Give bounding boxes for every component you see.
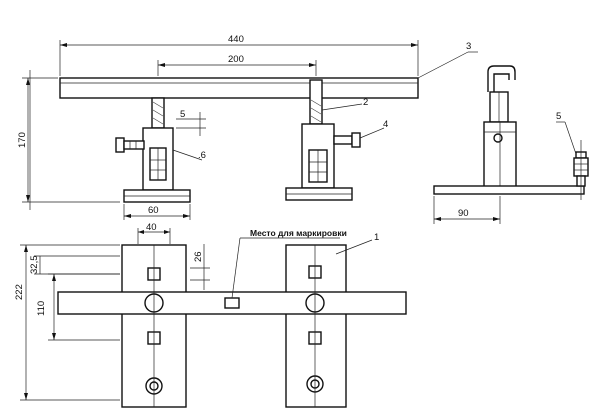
callout-6: .6 <box>172 149 206 161</box>
dim-26-label: 26 <box>193 251 204 262</box>
side-view: 5 90 <box>433 65 589 224</box>
dim-32-5: 32,5 <box>29 256 120 275</box>
dim-5: 5 <box>176 109 206 136</box>
dim-200: 200 <box>157 54 317 76</box>
dim-90: 90 <box>433 196 501 224</box>
dim-222-label: 222 <box>14 284 25 300</box>
dim-90-label: 90 <box>458 208 469 219</box>
callout-4-label: 4 <box>383 119 388 130</box>
callout-4: 4 <box>359 119 388 139</box>
dim-60: 60 <box>123 204 191 220</box>
front-view: 440 200 170 5 <box>17 34 478 220</box>
dim-40-label: 40 <box>146 222 157 233</box>
dim-26: 26 <box>190 244 210 290</box>
dim-440-label: 440 <box>228 34 244 45</box>
dim-110-label: 110 <box>36 301 47 316</box>
dim-60-label: 60 <box>148 205 159 216</box>
marking-note: Место для маркировки <box>250 228 347 238</box>
top-beam <box>59 77 419 99</box>
left-post <box>115 97 191 203</box>
callout-2-label: 2 <box>363 97 368 108</box>
dim-222: 222 <box>14 244 120 401</box>
dim-5-label: 5 <box>180 109 185 120</box>
callout-3-label: 3 <box>466 41 471 52</box>
callout-1-label: 1 <box>374 232 379 243</box>
dim-170: 170 <box>17 77 120 203</box>
side-callout-5-label: 5 <box>556 111 561 122</box>
dim-200-label: 200 <box>228 54 244 65</box>
right-post <box>285 79 361 201</box>
marking-area <box>224 297 240 309</box>
dim-170-label: 170 <box>17 132 28 148</box>
callout-2: 2 <box>321 97 368 111</box>
dim-440: 440 <box>59 34 419 76</box>
dim-110: 110 <box>36 273 120 341</box>
callout-6-label: .6 <box>198 150 206 161</box>
dim-32-5-label: 32,5 <box>29 256 40 275</box>
top-view: Место для маркировки 1 40 26 32,5 <box>14 222 407 408</box>
callout-3: 3 <box>417 41 478 79</box>
dim-40: 40 <box>137 222 171 244</box>
